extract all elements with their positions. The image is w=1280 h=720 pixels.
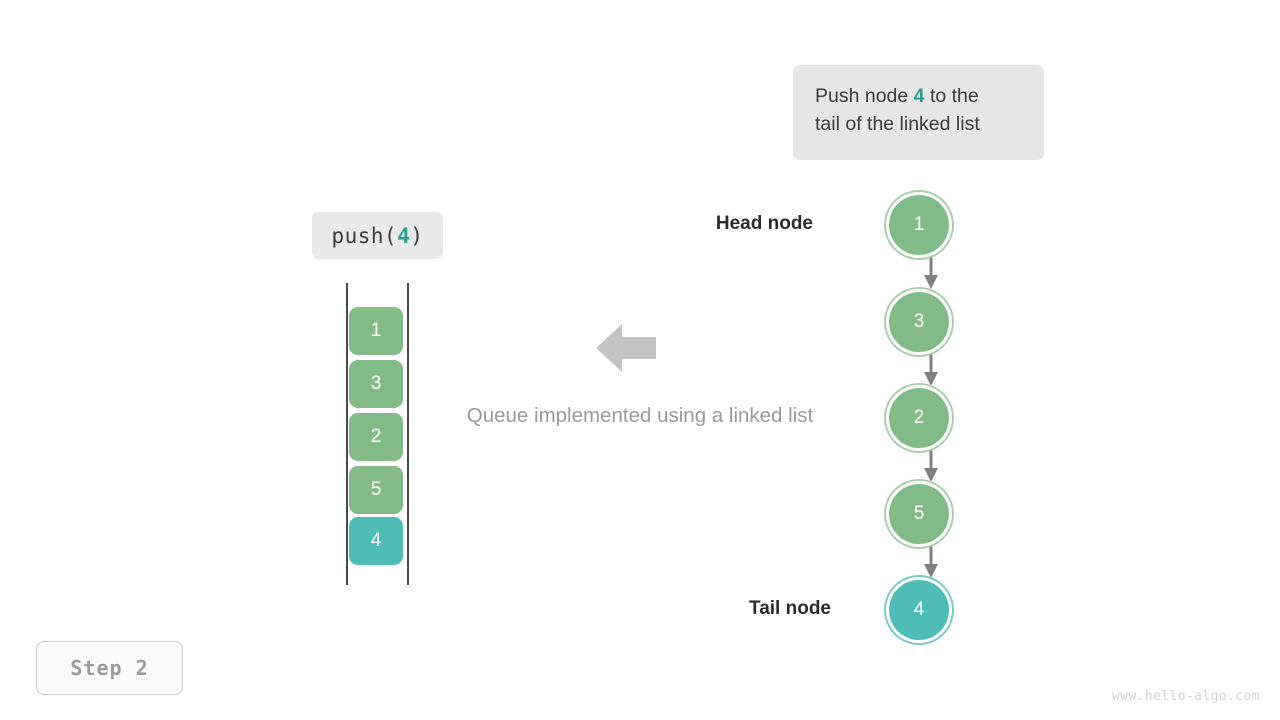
column-rail-right (407, 283, 409, 585)
list-node: 3 (889, 292, 949, 352)
queue-cell: 3 (349, 360, 403, 408)
list-node-highlighted: 4 (889, 580, 949, 640)
head-node-label: Head node (715, 213, 813, 234)
queue-cell: 1 (349, 307, 403, 355)
tail-node-label: Tail node (749, 598, 831, 619)
list-node-value: 1 (913, 214, 925, 235)
list-connector-arrow (924, 540, 938, 578)
list-node: 2 (889, 388, 949, 448)
list-node-value: 3 (913, 311, 925, 332)
step-badge: Step 2 (36, 641, 183, 695)
operation-label-suffix: ) (410, 223, 424, 248)
queue-cell: 2 (349, 413, 403, 461)
queue-cell-highlighted: 4 (349, 517, 403, 565)
list-connector-arrow (924, 348, 938, 386)
callout-box: Push node 4 to the tail of the linked li… (793, 65, 1044, 160)
watermark: www.hello-algo.com (1111, 689, 1260, 704)
queue-cell-value: 2 (370, 426, 382, 447)
column-rail-left (346, 283, 348, 585)
list-node-value: 5 (913, 503, 925, 524)
list-node-value: 2 (913, 407, 925, 428)
list-connector-arrow (924, 251, 938, 289)
queue-cell-value: 5 (370, 479, 382, 500)
queue-array-column: 1 3 2 5 4 (340, 283, 416, 585)
queue-cell-value: 1 (370, 320, 382, 341)
left-arrow-icon (596, 324, 656, 372)
operation-label: push(4) (312, 212, 443, 259)
linked-list: 1 3 2 5 4 (860, 185, 990, 645)
operation-label-argument: 4 (397, 223, 411, 248)
callout-line-1-prefix: Push node (815, 85, 914, 107)
operation-label-prefix: push( (331, 223, 398, 248)
queue-cell: 5 (349, 466, 403, 514)
callout-line-2: tail of the linked list (815, 113, 980, 135)
list-node: 1 (889, 195, 949, 255)
callout-line-1: Push node 4 to the (815, 82, 1022, 110)
callout-accent-value: 4 (913, 85, 925, 107)
diagram-caption: Queue implemented using a linked list (466, 404, 814, 427)
callout-line-1-suffix: to the (924, 85, 979, 107)
list-connector-arrow (924, 444, 938, 482)
queue-cell-value: 3 (370, 373, 382, 394)
list-node: 5 (889, 484, 949, 544)
list-node-value: 4 (913, 599, 925, 620)
queue-cell-value: 4 (370, 530, 382, 551)
